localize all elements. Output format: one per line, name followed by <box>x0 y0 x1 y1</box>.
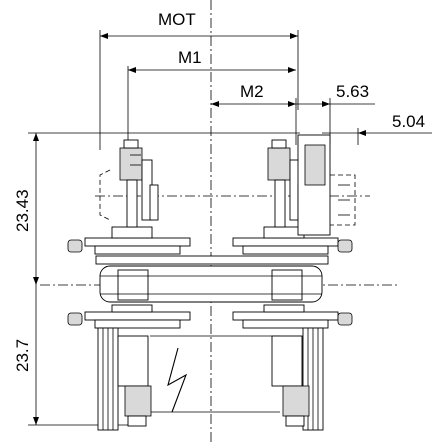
dim-mot: MOT <box>158 10 196 29</box>
lower-motor-left <box>117 335 152 427</box>
lower-motor-right <box>271 335 310 427</box>
dim-23-43: 23.43 <box>13 189 32 232</box>
vertical-dimensions <box>28 133 130 426</box>
upper-motor-right <box>267 134 356 236</box>
dim-m2: M2 <box>240 82 264 101</box>
upper-motor-left <box>99 139 159 228</box>
dimension-lines <box>28 30 432 150</box>
break-symbol <box>167 347 188 413</box>
dim-5-63: 5.63 <box>336 82 369 101</box>
dim-m1: M1 <box>178 48 202 67</box>
lower-platforms <box>67 304 353 329</box>
center-lines <box>40 0 400 444</box>
dim-5-04: 5.04 <box>392 112 425 131</box>
belt-housing <box>95 255 329 303</box>
dim-23-7: 23.7 <box>13 339 32 372</box>
